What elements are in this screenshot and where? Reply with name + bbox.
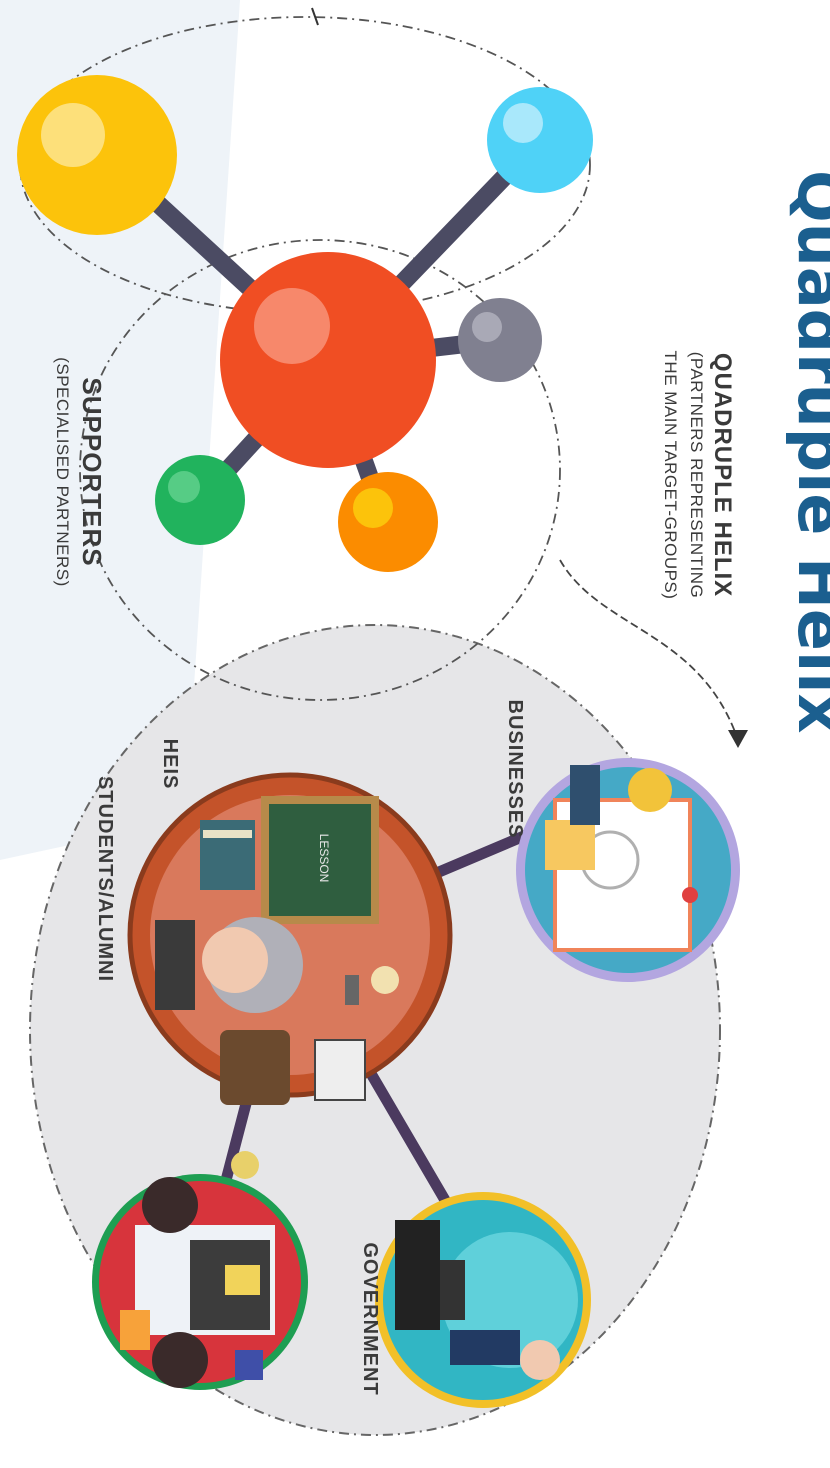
gray-highlight (472, 312, 502, 342)
businesses-illustration (516, 758, 740, 982)
helix-node-orange (338, 472, 438, 572)
orange-highlight (353, 488, 393, 528)
page-title: Quadruple Helix (784, 170, 830, 734)
supporters-label: SUPPORTERS (SPECIALISED PARTNERS) (43, 307, 107, 637)
label-students-alumni: STUDENTS/ALUMNI (94, 775, 116, 983)
quadruple-helix-line2: (PARTNERS REPRESENTING (687, 351, 706, 599)
label-businesses: BUSINESSES (504, 699, 526, 839)
helix-node-gray (458, 298, 542, 382)
green-highlight (168, 471, 200, 503)
heis-illustration (127, 772, 453, 1105)
tick-mark (311, 7, 319, 26)
hub-node (220, 252, 436, 468)
supporters-sub: (SPECIALISED PARTNERS) (53, 357, 72, 587)
quadruple-helix-line3: THE MAIN TARGET-GROUPS) (661, 350, 680, 600)
label-heis: HEIS (159, 738, 181, 790)
label-government: GOVERNMENT (359, 1242, 381, 1396)
connector-arrow (559, 559, 739, 741)
helix-node-green (155, 455, 245, 545)
students-illustration (92, 1151, 308, 1390)
hub-highlight (254, 288, 330, 364)
supporters-heading: SUPPORTERS (77, 377, 107, 567)
supporter-node-cyan (487, 87, 593, 193)
lesson-board-text: LESSON (317, 833, 331, 883)
quadruple-helix-ellipse (79, 239, 561, 701)
cyan-highlight (503, 103, 543, 143)
quadruple-helix-heading: QUADRUPLE HELIX (709, 352, 736, 598)
quadruple-helix-label: QUADRUPLE HELIX (PARTNERS REPRESENTING T… (615, 310, 736, 640)
yellow-highlight (41, 103, 105, 167)
government-illustration (375, 1192, 591, 1408)
arrow-head (728, 730, 748, 748)
